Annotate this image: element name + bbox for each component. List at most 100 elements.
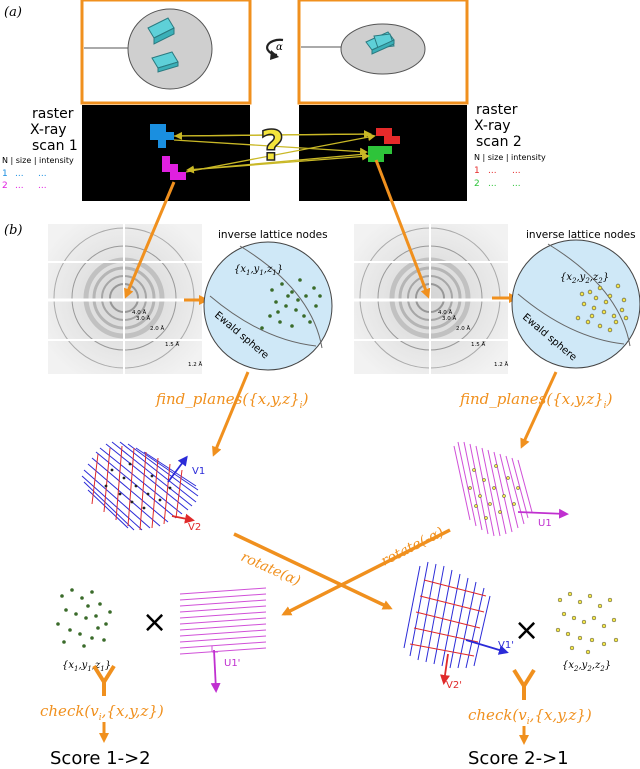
times-symbol-left: × [142, 605, 167, 640]
scan1-label-block: raster X-ray scan 1 N | size | intensity… [2, 106, 78, 191]
diffraction-image-left [48, 224, 202, 374]
ring-label: 2.0 Å [150, 325, 164, 332]
rotated-planes-right: V1' V2' [403, 561, 514, 691]
scan2-row-2: 2 ... ... [474, 179, 521, 189]
scan2-row-n: 1 [474, 166, 480, 176]
merge-y-left [92, 664, 116, 696]
alpha-symbol: α [276, 42, 283, 53]
scan1-row-size: ... [15, 169, 24, 179]
scan1-row-intensity: ... [38, 169, 47, 179]
crystal-image-2 [297, 0, 469, 105]
times-symbol-right: × [514, 613, 539, 648]
arrow-find-planes-right [520, 371, 558, 449]
score-1-2: Score 1->2 [50, 748, 151, 769]
ring-label: 1.2 Å [494, 361, 508, 368]
ewald-sphere-right: inverse lattice nodes {x2,y2,z2} Ewald s… [511, 229, 640, 369]
vector-v1-arrow [167, 455, 188, 483]
vector-u1-prime-arrow [210, 649, 221, 693]
plane-grid-right: U1 [453, 441, 569, 537]
plane-grid-left: V1 V2 [81, 441, 205, 533]
vector-v2-label: V2 [188, 522, 201, 533]
scan1-row-n: 2 [2, 181, 8, 191]
vector-v1-label: V1 [192, 466, 205, 477]
raster-scan-1 [82, 105, 250, 201]
scan2-row-intensity: ... [512, 179, 521, 189]
rotate-alpha-label: rotate(α) [238, 549, 302, 589]
vector-v2-prime-label: V2' [446, 680, 462, 691]
rotate-minus-alpha-label: rotate(-α) [379, 524, 447, 569]
score-2-1: Score 2->1 [468, 748, 569, 769]
ring-label: 2.0 Å [456, 325, 470, 332]
scan2-title-line3: scan 2 [476, 134, 522, 150]
scan1-spot-magenta [162, 156, 186, 180]
crystal-icon [365, 31, 395, 55]
arrow-find-planes-left [212, 371, 250, 457]
scan2-title-line2: X-ray [474, 118, 511, 134]
find-planes-label-left: find_planes({x,y,z}i) [155, 390, 309, 411]
ring-label: 4.0 Å [438, 309, 452, 316]
point-set-left: {x1,y1,z1} [234, 264, 283, 277]
scan2-label-block: raster X-ray scan 2 N | size | intensity… [474, 102, 546, 189]
scan1-row-2: 2 ... ... [2, 181, 47, 191]
point-cloud-right [555, 591, 619, 655]
ring-label: 3.0 Å [442, 315, 456, 322]
scan2-row-1: 1 ... ... [474, 166, 521, 176]
scan2-table-header: N | size | intensity [474, 153, 546, 162]
rotation-arrow-icon: α [266, 38, 284, 60]
ring-label: 3.0 Å [136, 315, 150, 322]
scan1-table-header: N | size | intensity [2, 156, 74, 165]
scan1-title-line2: X-ray [30, 122, 67, 138]
crystal-icon [147, 17, 179, 73]
scan1-row-intensity: ... [38, 181, 47, 191]
scan1-spot-blue [150, 124, 174, 148]
ring-label: 1.5 Å [165, 341, 179, 348]
scan2-row-intensity: ... [512, 166, 521, 176]
ring-label: 4.0 Å [132, 309, 146, 316]
points-label-left: {x1,y1,z1} [62, 660, 111, 673]
vector-v2-arrow [171, 513, 195, 524]
check-label-left: check(vi,{x,y,z}) [40, 702, 164, 723]
raster-scan-2 [299, 105, 467, 201]
scan2-spot-red [376, 128, 400, 144]
scan1-row-n: 1 [2, 169, 8, 179]
arrow-scan2-to-diffraction [374, 159, 431, 299]
check-label-right: check(vi,{x,y,z}) [468, 706, 592, 727]
arrow-rotate-left-to-right [233, 532, 393, 610]
ewald-sphere-left: inverse lattice nodes {x1,y1,z1} Ewald s… [203, 229, 333, 371]
diffraction-image-right [354, 224, 508, 374]
scan2-row-size: ... [488, 166, 497, 176]
arrow-scan1-to-diffraction [124, 181, 176, 299]
crystal-image-1 [80, 0, 252, 105]
lattice-nodes-right [575, 283, 629, 333]
vector-u1-label: U1 [538, 518, 552, 529]
vector-v2-prime-arrow [440, 653, 450, 685]
scan1-title-line1: raster [32, 106, 74, 122]
point-cloud-left [56, 588, 112, 648]
scan2-spot-green [368, 146, 392, 162]
scan1-row-size: ... [15, 181, 24, 191]
question-mark: ? [260, 121, 284, 170]
panel-b-label: (b) [4, 223, 22, 238]
ring-label: 1.5 Å [471, 341, 485, 348]
scan2-row-size: ... [488, 179, 497, 189]
vector-u1-arrow [517, 508, 569, 519]
panel-a-label: (a) [4, 5, 22, 20]
merge-y-right [512, 668, 536, 700]
scan2-row-n: 2 [474, 179, 480, 189]
point-set-right: {x2,y2,z2} [560, 272, 609, 285]
diffraction-ring-labels-right: 4.0 Å 3.0 Å 2.0 Å 1.5 Å 1.2 Å [438, 309, 508, 368]
points-label-right: {x2,y2,z2} [562, 660, 611, 673]
scan1-title-line3: scan 1 [32, 138, 78, 154]
lattice-title-right: inverse lattice nodes [526, 229, 636, 241]
vector-v1-prime-arrow [465, 639, 509, 655]
ring-label: 1.2 Å [188, 361, 202, 368]
scan1-row-1: 1 ... ... [2, 169, 47, 179]
diffraction-ring-labels-left: 4.0 Å 3.0 Å 2.0 Å 1.5 Å 1.2 Å [132, 309, 202, 368]
rotated-planes-left [179, 587, 267, 655]
find-planes-label-right: find_planes({x,y,z}i) [459, 390, 613, 411]
vector-u1-prime-label: U1' [224, 658, 240, 669]
scan2-title-line1: raster [476, 102, 518, 118]
matching-arrows [173, 130, 376, 174]
arrow-rotate-right-to-left [281, 528, 451, 616]
